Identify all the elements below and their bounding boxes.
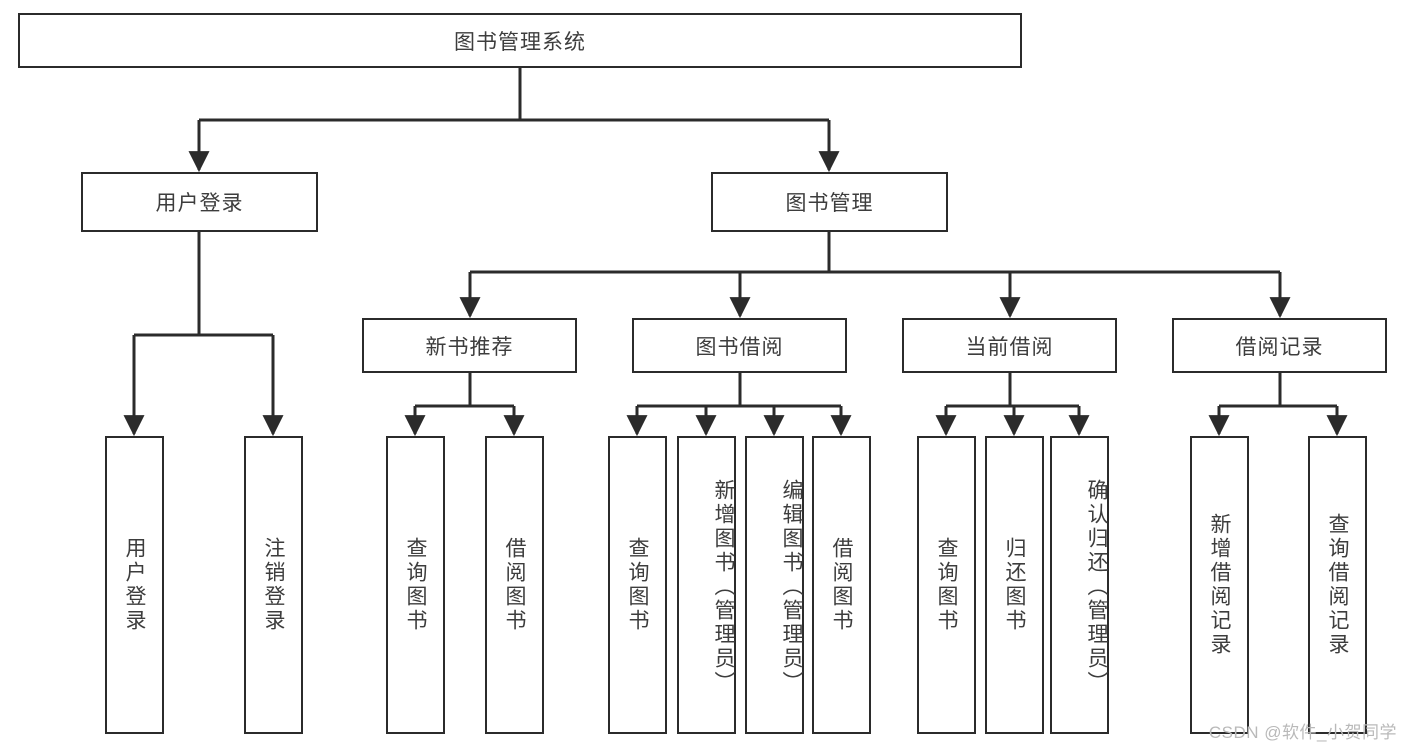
node-user-login[interactable]: 用户登录 (81, 172, 318, 232)
node-leaf-add-borrow-record[interactable]: 新增借阅记录 (1190, 436, 1249, 734)
node-book-management-label: 图书管理 (785, 192, 874, 215)
node-borrow-record[interactable]: 借阅记录 (1172, 318, 1387, 373)
watermark-text: CSDN @软件_小贺同学 (1208, 723, 1397, 742)
node-leaf-confirm-return-admin-label: 确认归还（管理员） (1085, 479, 1108, 695)
node-root-system[interactable]: 图书管理系统 (18, 13, 1022, 68)
node-root-system-label: 图书管理系统 (454, 30, 586, 54)
node-new-book-recommend-label: 新书推荐 (425, 335, 514, 359)
node-leaf-add-book-admin[interactable]: 新增图书（管理员） (677, 436, 736, 734)
node-leaf-borrow-book-newbook[interactable]: 借阅图书 (485, 436, 544, 734)
node-leaf-return-book[interactable]: 归还图书 (985, 436, 1044, 734)
node-leaf-query-borrow-record[interactable]: 查询借阅记录 (1308, 436, 1367, 734)
node-leaf-borrow-book-newbook-label: 借阅图书 (503, 537, 526, 633)
node-leaf-edit-book-admin[interactable]: 编辑图书（管理员） (745, 436, 804, 734)
node-leaf-logout[interactable]: 注销登录 (244, 436, 303, 734)
node-leaf-user-login[interactable]: 用户登录 (105, 436, 164, 734)
node-leaf-query-book-newbook[interactable]: 查询图书 (386, 436, 445, 734)
node-borrow-record-label: 借阅记录 (1235, 335, 1324, 359)
node-leaf-return-book-label: 归还图书 (1003, 537, 1026, 633)
node-leaf-add-borrow-record-label: 新增借阅记录 (1208, 513, 1231, 657)
node-book-borrow[interactable]: 图书借阅 (632, 318, 847, 373)
node-leaf-query-borrow-record-label: 查询借阅记录 (1326, 513, 1349, 657)
node-current-borrow-label: 当前借阅 (965, 335, 1054, 359)
node-leaf-query-book-borrow[interactable]: 查询图书 (608, 436, 667, 734)
node-book-borrow-label: 图书借阅 (695, 335, 784, 359)
node-current-borrow[interactable]: 当前借阅 (902, 318, 1117, 373)
node-leaf-query-book-newbook-label: 查询图书 (404, 537, 427, 633)
node-leaf-query-book-current-label: 查询图书 (935, 537, 958, 633)
node-leaf-confirm-return-admin[interactable]: 确认归还（管理员） (1050, 436, 1109, 734)
node-user-login-label: 用户登录 (155, 192, 244, 215)
node-leaf-logout-label: 注销登录 (262, 537, 285, 633)
node-leaf-query-book-current[interactable]: 查询图书 (917, 436, 976, 734)
node-leaf-borrow-book[interactable]: 借阅图书 (812, 436, 871, 734)
node-leaf-borrow-book-label: 借阅图书 (830, 537, 853, 633)
node-leaf-user-login-label: 用户登录 (123, 537, 146, 633)
node-new-book-recommend[interactable]: 新书推荐 (362, 318, 577, 373)
node-leaf-edit-book-admin-label: 编辑图书（管理员） (780, 479, 803, 695)
node-leaf-query-book-borrow-label: 查询图书 (626, 537, 649, 633)
node-leaf-add-book-admin-label: 新增图书（管理员） (712, 479, 735, 695)
node-book-management[interactable]: 图书管理 (711, 172, 948, 232)
